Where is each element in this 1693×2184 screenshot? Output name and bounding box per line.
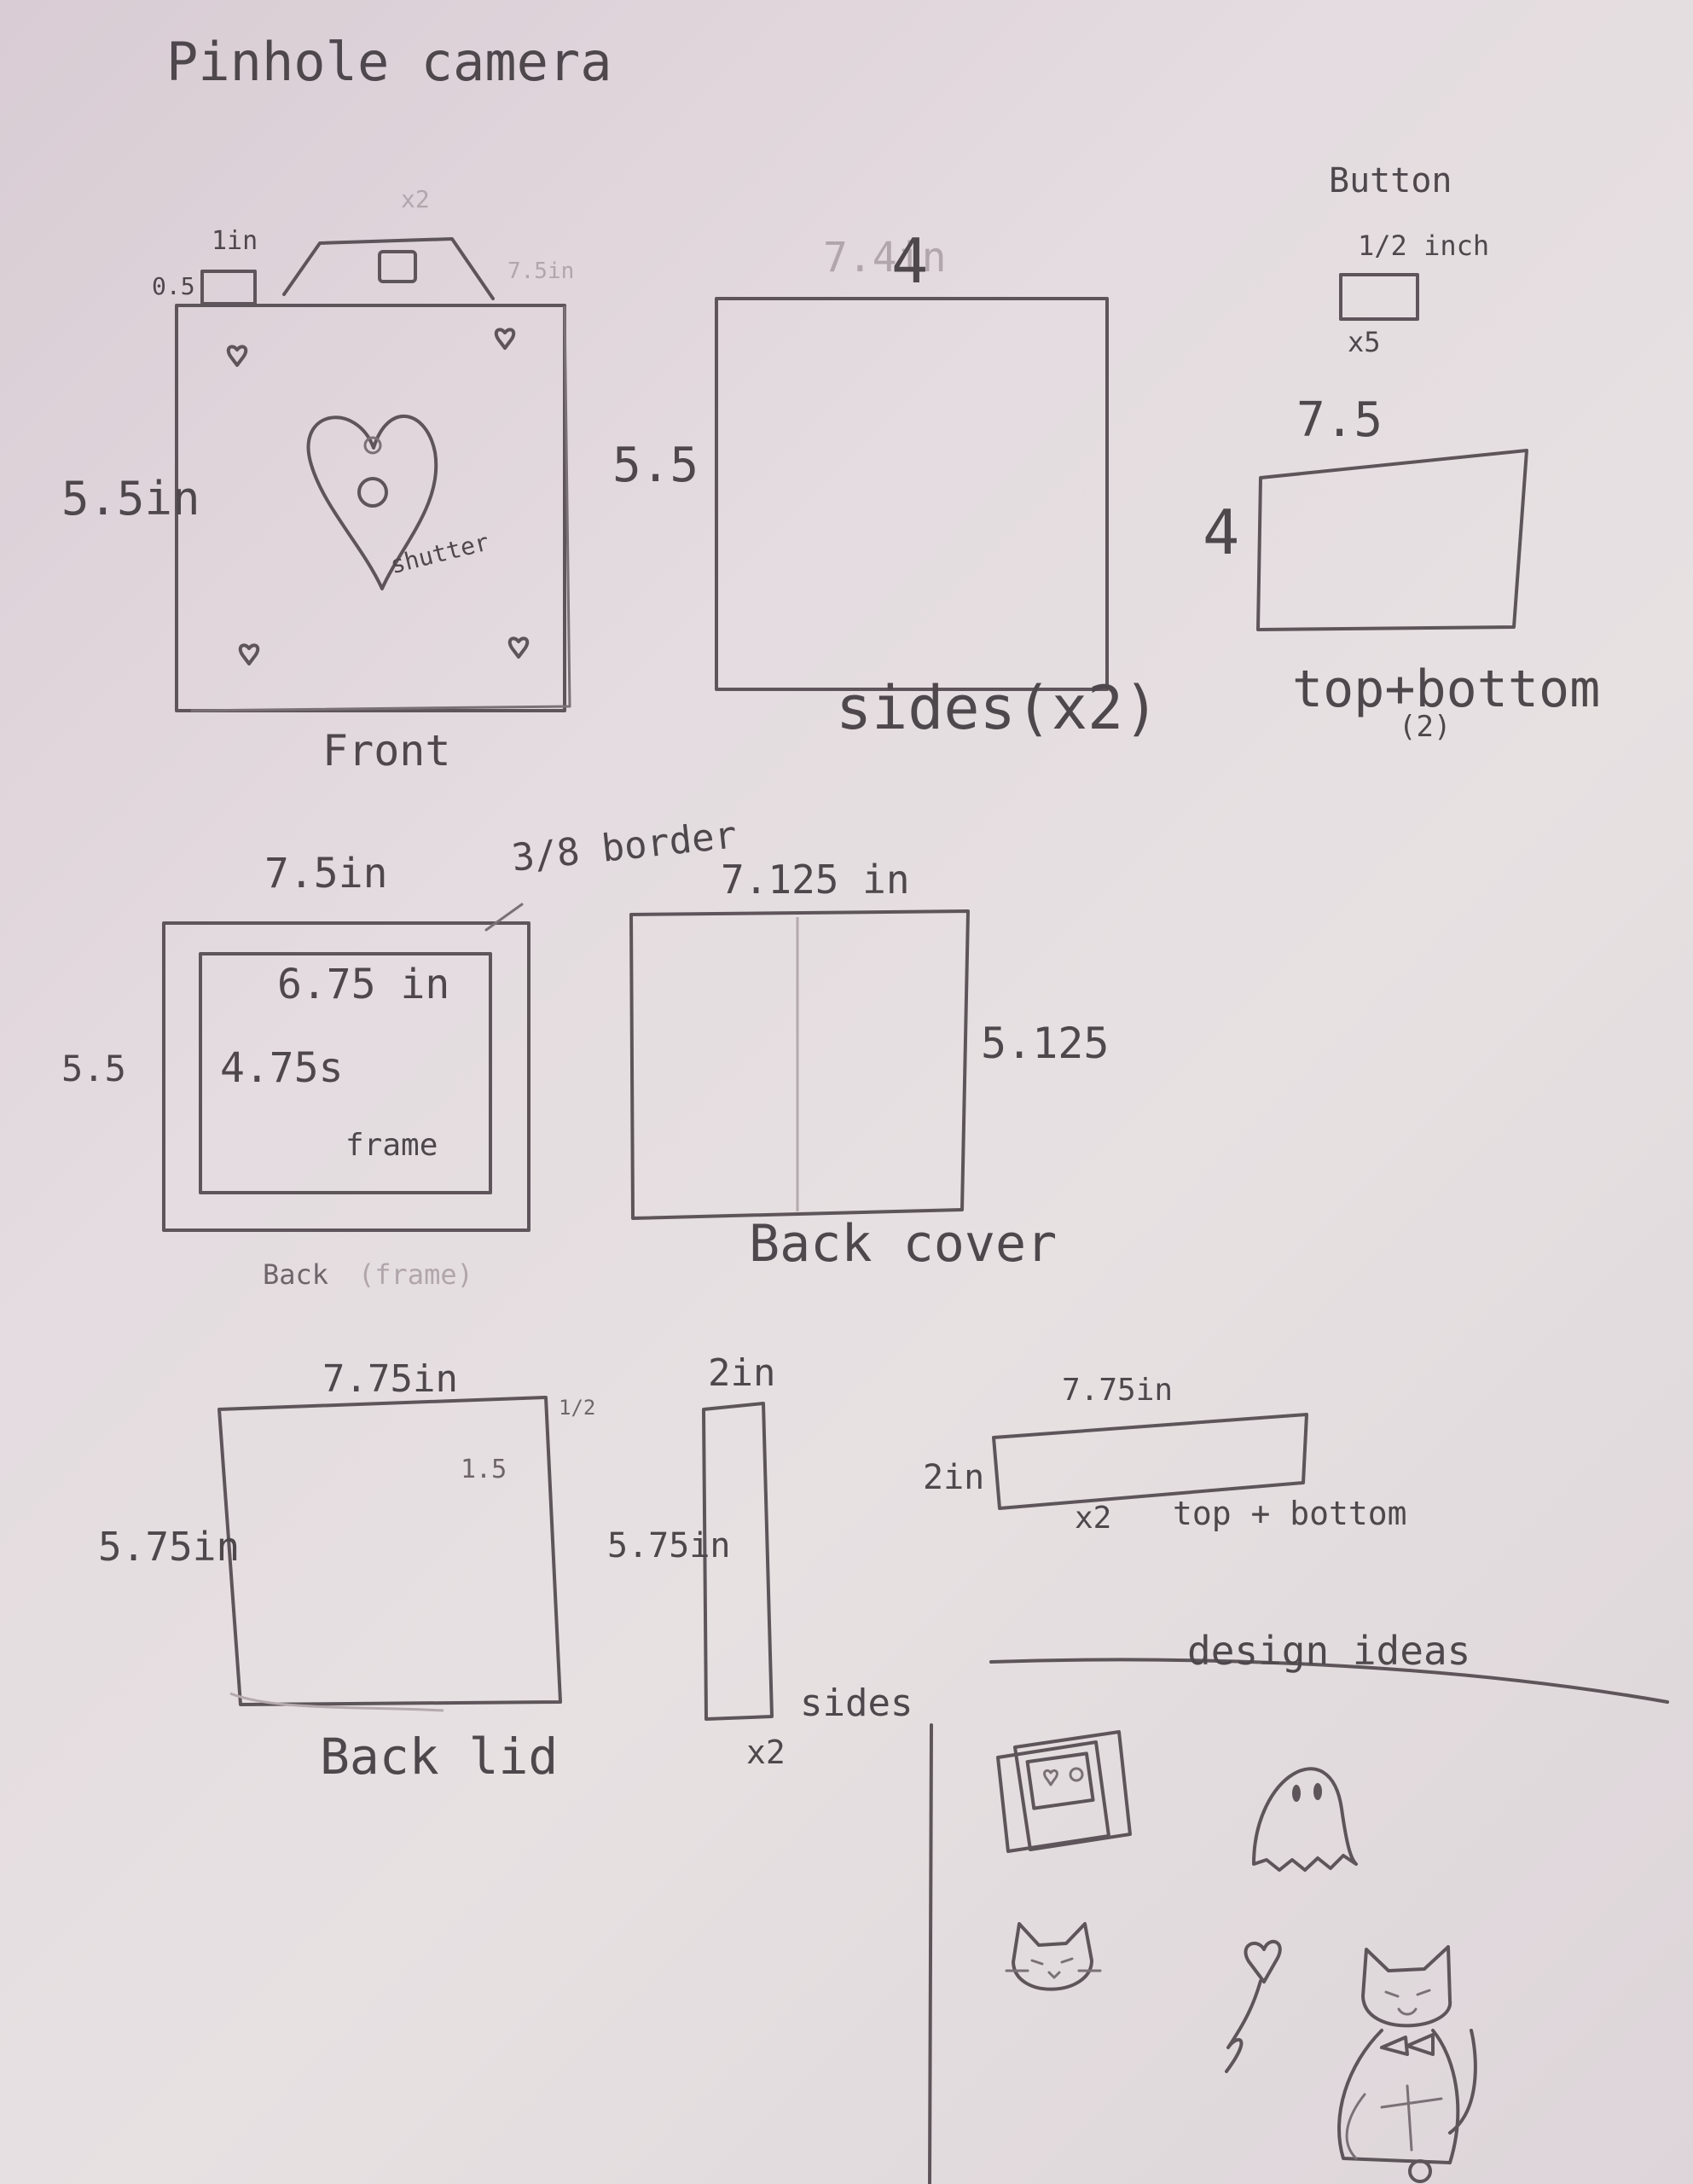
page-title: Pinhole camera	[166, 31, 612, 93]
back-lid-inset: 1.5	[461, 1455, 507, 1484]
front-x2-note: x2	[401, 185, 430, 213]
lid-side-rect	[702, 1402, 774, 1721]
handle-window	[378, 250, 417, 283]
design-ideas-divider	[989, 1658, 1669, 1704]
back-frame-outer-height: 5.5	[61, 1048, 126, 1089]
lid-sides-height: 5.75in	[607, 1526, 731, 1565]
top-bottom-rect	[1256, 449, 1528, 631]
lid-top-bottom-width: 7.75in	[1062, 1373, 1174, 1408]
heart-balloon-icon	[1225, 1939, 1282, 2073]
front-faint-note: 7.5in	[507, 258, 575, 284]
back-cover-height: 5.125	[981, 1019, 1110, 1068]
pinhole-circle	[357, 477, 388, 508]
corner-hearts	[226, 328, 530, 665]
lid-top-bottom-height: 2in	[923, 1458, 985, 1497]
front-panel-drawing	[175, 237, 571, 712]
front-tab-height: 0.5	[152, 272, 195, 300]
sides-height-label: 5.5	[612, 438, 699, 493]
back-frame-frame-label: frame	[345, 1128, 438, 1163]
top-handle	[282, 237, 495, 300]
lid-top-bottom-rect	[992, 1413, 1308, 1510]
back-frame-outer	[162, 921, 531, 1232]
back-frame-inner-width: 6.75 in	[277, 961, 450, 1008]
back-cover-label: Back cover	[749, 1214, 1058, 1274]
button-size-label: 1/2 inch	[1358, 229, 1490, 262]
back-lid-height: 5.75in	[98, 1524, 241, 1570]
back-frame-outer-width: 7.5in	[264, 850, 388, 897]
back-lid-label: Back lid	[320, 1728, 559, 1786]
top-bottom-height-label: 4	[1203, 497, 1240, 568]
sides-width-label: 4	[891, 225, 929, 297]
back-frame-drawing	[162, 903, 531, 1232]
front-label: Front	[322, 726, 451, 775]
back-cover-rect	[629, 909, 970, 1220]
lid-sides-width: 2in	[708, 1351, 776, 1395]
button-label: Button	[1329, 161, 1452, 200]
ghost-icon	[1252, 1767, 1358, 1872]
back-frame-inner-height: 4.75s	[220, 1044, 344, 1092]
lid-top-bottom-count: x2	[1075, 1501, 1112, 1536]
polaroid-photos-icon	[996, 1730, 1132, 1853]
tab-rect	[200, 270, 257, 305]
lid-top-bottom-label: top + bottom	[1173, 1495, 1407, 1532]
cat-with-bowtie-icon	[1337, 1945, 1477, 2183]
lid-sides-label: sides	[800, 1682, 913, 1725]
sides-label: sides(x2)	[836, 673, 1160, 743]
design-ideas-label: design ideas	[1187, 1628, 1471, 1674]
button-rect	[1339, 273, 1419, 321]
shutter-heart	[306, 414, 438, 590]
button-count-label: x5	[1348, 326, 1381, 358]
back-lid-half: 1/2	[559, 1396, 596, 1420]
front-height-label: 5.5in	[61, 472, 200, 526]
back-frame-label: Back	[263, 1258, 329, 1291]
back-lid-rect	[217, 1396, 562, 1706]
design-ideas-vertical-line	[928, 1723, 933, 2184]
front-panel-rect	[175, 304, 566, 712]
sides-width-faint: 7.4in	[823, 234, 947, 282]
back-lid-width: 7.75in	[322, 1357, 458, 1401]
lid-sides-count: x2	[746, 1734, 786, 1771]
back-frame-inner	[199, 952, 492, 1194]
front-tab-width: 1in	[212, 226, 258, 256]
top-bottom-label: top+bottom	[1292, 659, 1601, 719]
back-frame-label-faint: (frame)	[358, 1258, 473, 1291]
top-bottom-width-label: 7.5	[1296, 392, 1383, 448]
back-cover-width: 7.125 in	[721, 857, 910, 903]
cat-face-icon	[1005, 1922, 1102, 1991]
top-bottom-count: (2)	[1399, 710, 1452, 744]
side-panel-rect	[715, 297, 1109, 691]
